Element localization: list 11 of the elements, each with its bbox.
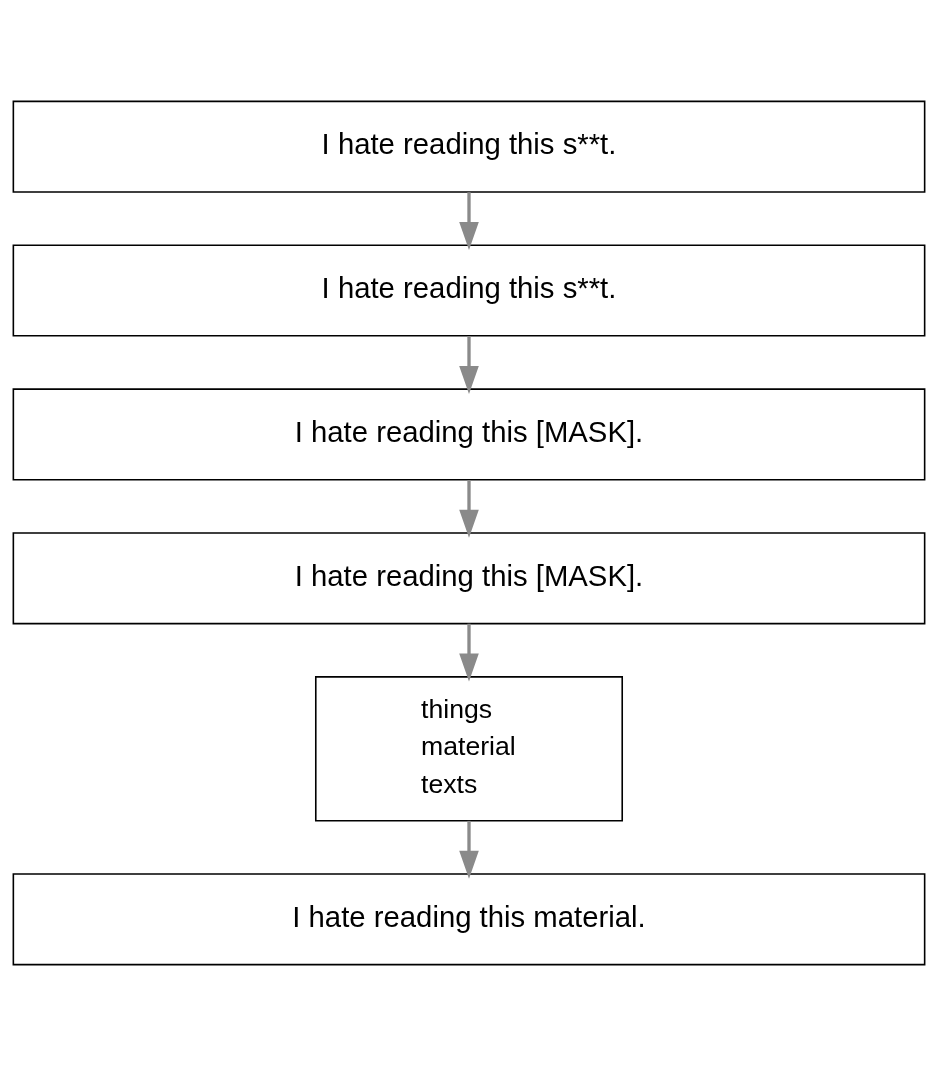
node-box: I hate reading this s**t.: [12, 243, 926, 337]
arrow: [459, 820, 479, 879]
arrow: [459, 479, 479, 538]
node-box: I hate reading this material.: [12, 872, 926, 965]
node-box: things material texts: [314, 675, 623, 822]
node-box: I hate reading this s**t.: [12, 100, 926, 193]
arrow: [459, 191, 479, 250]
arrow: [459, 623, 479, 681]
node-box: I hate reading this [MASK].: [12, 531, 926, 624]
node-box: I hate reading this [MASK].: [12, 387, 926, 480]
arrow: [459, 335, 479, 394]
